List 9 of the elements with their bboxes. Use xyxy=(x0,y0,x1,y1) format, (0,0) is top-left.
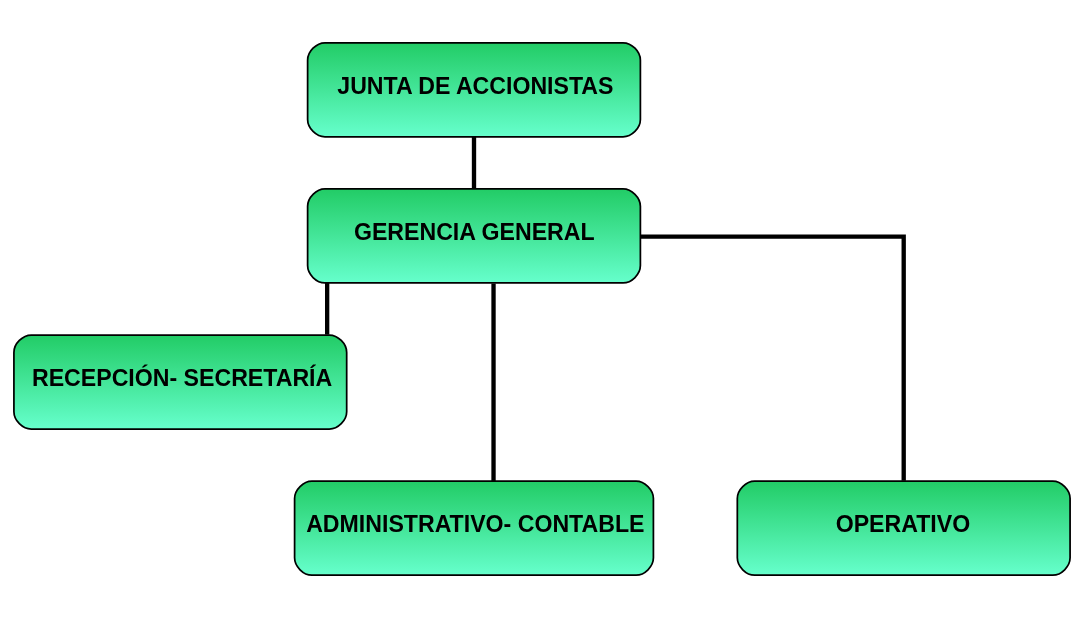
connector xyxy=(491,283,496,481)
connector xyxy=(471,136,477,188)
node-box: GERENCIA GENERAL xyxy=(306,187,642,284)
node-box: OPERATIVO xyxy=(736,479,1071,576)
connector xyxy=(640,234,906,481)
node-box: JUNTA DE ACCIONISTAS xyxy=(306,41,642,138)
node-box: ADMINISTRATIVO- CONTABLE xyxy=(293,479,655,576)
connector xyxy=(324,282,330,335)
node-box: RECEPCIÓN- SECRETARÍA xyxy=(13,333,348,430)
